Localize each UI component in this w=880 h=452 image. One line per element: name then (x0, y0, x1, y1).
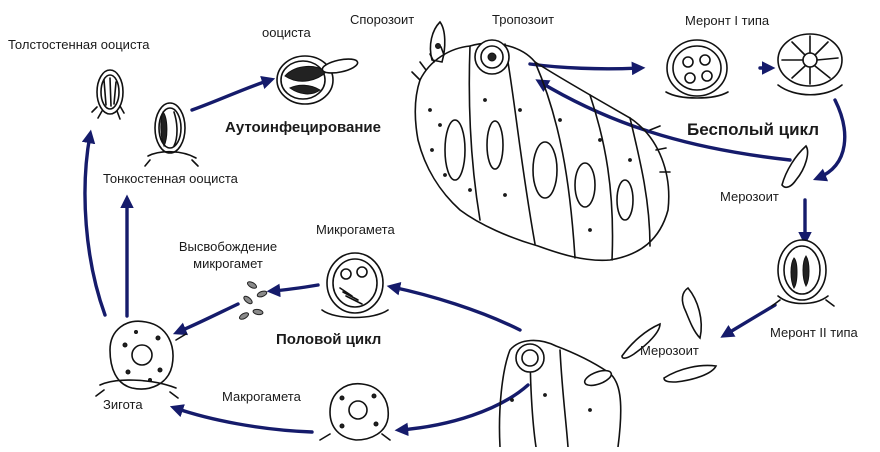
merozoites-bottom-figure (622, 288, 716, 382)
label-merozoite-top: Мерозоит (720, 190, 779, 204)
meront-1-figure (666, 40, 728, 98)
arrow-meront1-to-merozoite (818, 100, 845, 178)
label-meront-1: Меронт I типа (685, 14, 769, 28)
thick-oocyst-figure (92, 70, 124, 119)
label-zygote: Зигота (103, 398, 143, 412)
label-macrogamete: Макрогамета (222, 390, 301, 404)
arrow-release-to-zygote (178, 304, 238, 332)
arrow-cell-to-microgamete (392, 287, 520, 330)
arrow-microgamete-to-release (272, 285, 318, 291)
label-release-microgametes: Высвобождение микрогамет (172, 240, 284, 272)
macrogamete-figure (320, 384, 390, 440)
label-trophozoite: Тропозоит (492, 13, 554, 27)
label-release-line-2: микрогамет (172, 257, 284, 271)
label-sexual-cycle: Половой цикл (276, 332, 381, 349)
label-oocyst: ооциста (262, 26, 311, 40)
thin-oocyst-figure (145, 103, 198, 166)
merozoite-top-figure (782, 146, 808, 187)
released-microgametes-figure (238, 280, 267, 320)
arrow-trophozoite-to-meront1 (530, 64, 640, 69)
arrow-meront2-to-merozoites (725, 305, 775, 335)
arrow-zygote-to-thick (85, 135, 105, 315)
zygote-figure (96, 321, 186, 398)
arrow-macrogamete-to-zygote (175, 408, 312, 432)
meront-1-mature-figure (778, 34, 842, 95)
label-merozoite-bottom: Мерозоит (640, 344, 699, 358)
label-microgamete: Микрогамета (316, 223, 395, 237)
autoinfection-oocyst-figure (277, 56, 359, 104)
label-sporozoite: Спорозоит (350, 13, 414, 27)
label-asexual-cycle: Бесполый цикл (687, 121, 819, 140)
label-thin-oocyst: Тонкостенная ооциста (103, 172, 238, 186)
epithelium-figure (412, 40, 670, 260)
arrow-cell-to-macrogamete (400, 385, 528, 430)
label-release-line-1: Высвобождение (172, 240, 284, 254)
label-meront-2: Меронт II типа (770, 326, 858, 340)
arrow-thin-to-autoinfection (192, 80, 270, 110)
meront-2-figure (772, 240, 834, 306)
label-thick-oocyst: Толстостенная ооциста (8, 38, 149, 52)
label-autoinfection: Аутоинфецирование (225, 120, 381, 137)
microgamete-figure (322, 253, 388, 318)
